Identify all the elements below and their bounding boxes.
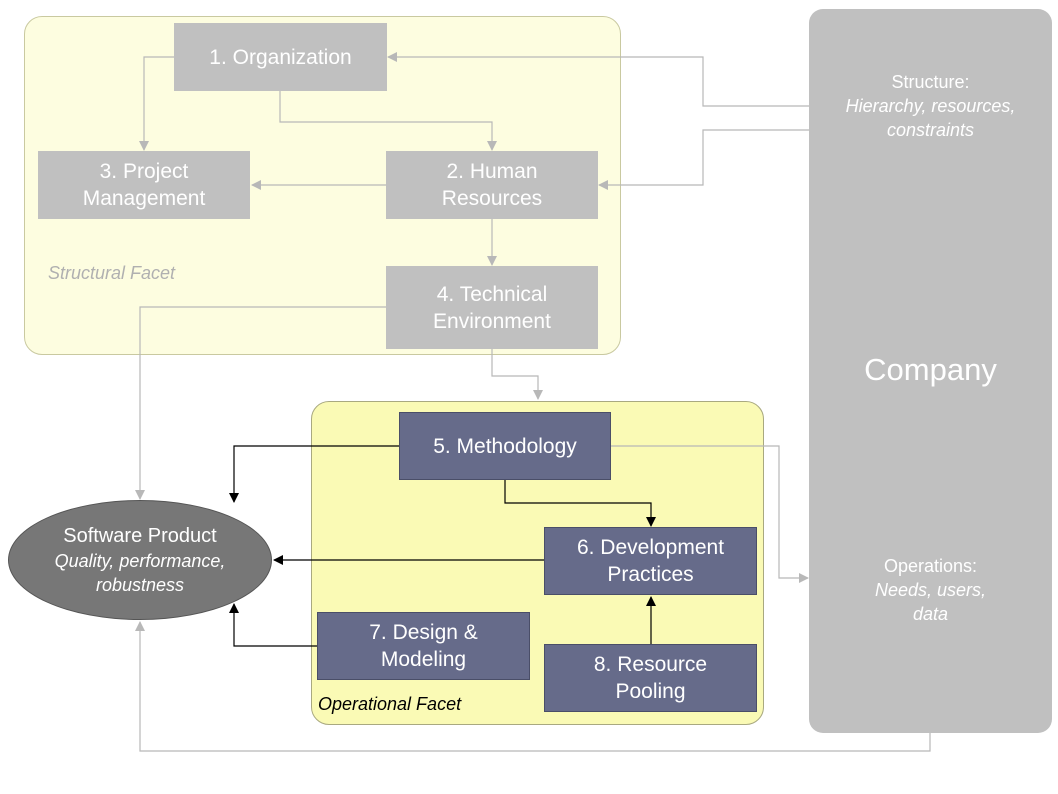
arrow-structure-to-human-resources	[598, 129, 809, 190]
arrow-organization-to-project-management	[139, 56, 175, 151]
development-practices-box[interactable]: 6. Development Practices	[544, 527, 757, 595]
structure-label: Structure:	[891, 72, 970, 92]
product-detail: Quality, performance, robustness	[54, 550, 226, 595]
arrow-technical-to-operational	[491, 349, 543, 400]
arrow-company-to-product	[135, 621, 931, 752]
structural-facet-label: Structural Facet	[48, 263, 176, 283]
software-product-ellipse[interactable]: Software Product Quality, performance, r…	[8, 500, 272, 620]
product-title: Software Product	[63, 524, 217, 547]
arrow-organization-to-human-resources	[279, 91, 497, 151]
project-management-box[interactable]: 3. Project Management	[38, 151, 250, 219]
arrow-methodology-to-operations	[611, 445, 809, 583]
operational-facet-label: Operational Facet	[318, 694, 462, 714]
arrow-structure-to-organization	[387, 52, 809, 107]
arrow-methodology-to-development	[504, 480, 656, 527]
company-structure-note: Structure: Hierarchy, resources, constra…	[809, 70, 1052, 142]
arrow-methodology-to-product	[229, 445, 399, 503]
resource-pooling-box[interactable]: 8. Resource Pooling	[544, 644, 757, 712]
company-panel	[809, 9, 1052, 733]
design-modeling-box[interactable]: 7. Design & Modeling	[317, 612, 530, 680]
methodology-box[interactable]: 5. Methodology	[399, 412, 611, 480]
arrow-technical-to-product	[135, 306, 387, 500]
company-title: Company	[864, 352, 997, 387]
operations-label: Operations:	[883, 556, 978, 576]
human-resources-box[interactable]: 2. Human Resources	[386, 151, 598, 219]
company-operations-note: Operations: Needs, users, data	[809, 554, 1052, 626]
arrow-design-to-product	[229, 603, 318, 647]
operations-detail: Needs, users, data	[874, 580, 987, 624]
structure-detail: Hierarchy, resources, constraints	[845, 96, 1016, 140]
technical-environment-box[interactable]: 4. Technical Environment	[386, 266, 598, 349]
organization-box[interactable]: 1. Organization	[174, 23, 387, 91]
